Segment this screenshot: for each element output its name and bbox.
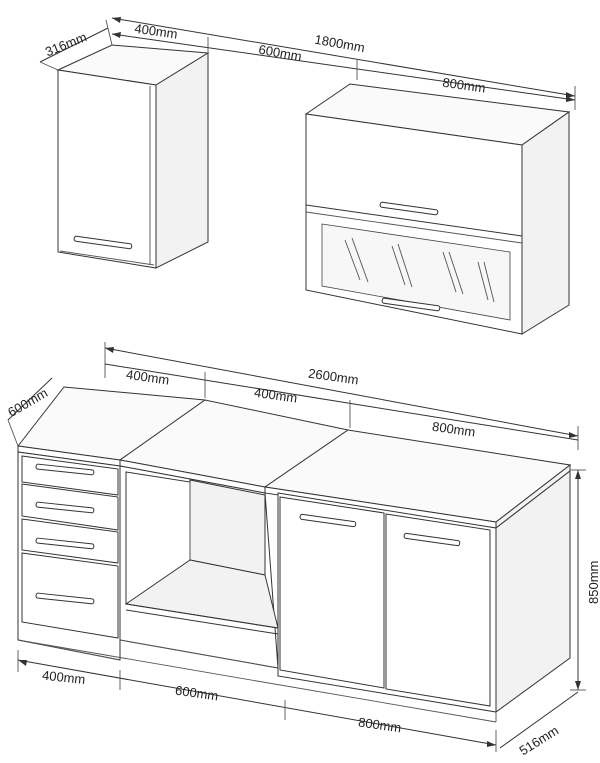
base-left-top-label: 400mm [125, 367, 170, 388]
wall-cabinet-right-side [521, 111, 570, 335]
base-left-bottom-label: 400mm [41, 668, 86, 687]
base-dimension-lines [7, 342, 586, 752]
drawer-4 [21, 552, 119, 639]
cabinet-door-left [279, 496, 385, 689]
wall-total-width-label: 1800mm [314, 32, 366, 56]
wall-cabinet-left-side [155, 52, 209, 269]
cabinet-handle-right [403, 532, 461, 547]
base-middle-bottom-label: 600mm [174, 683, 219, 704]
drawer-handle-3 [35, 537, 95, 550]
base-total-width-label: 2600mm [307, 366, 359, 388]
door-handle [73, 235, 133, 250]
base-right-top-label: 800mm [431, 419, 476, 440]
base-bottom-depth-label: 516mm [516, 723, 561, 758]
cabinet-door-right [385, 513, 491, 707]
flap-handle-lower [381, 297, 441, 312]
drawer-3 [21, 518, 119, 564]
wall-dimension-lines [39, 17, 576, 110]
wall-cabinet-left-door [57, 69, 157, 269]
base-right-bottom-label: 800mm [357, 714, 402, 735]
base-height-label: 850mm [586, 561, 600, 604]
drawer-handle-2 [35, 501, 95, 514]
wall-depth-label: 316mm [43, 29, 89, 59]
cabinet-handle-left [299, 513, 357, 528]
flap-handle-upper [379, 201, 439, 216]
wall-right-width-label: 800mm [442, 75, 487, 96]
base-cabinets [17, 386, 572, 723]
drawer-handle-4 [35, 592, 95, 605]
wall-cabinet-left [56, 44, 210, 269]
wall-cabinet-right [304, 83, 571, 335]
drawer-handle-1 [35, 463, 95, 476]
wall-gap-width-label: 600mm [258, 42, 303, 64]
base-middle-top-label: 400mm [253, 385, 298, 406]
wall-left-width-label: 400mm [134, 21, 179, 42]
glass-panel [321, 223, 511, 321]
